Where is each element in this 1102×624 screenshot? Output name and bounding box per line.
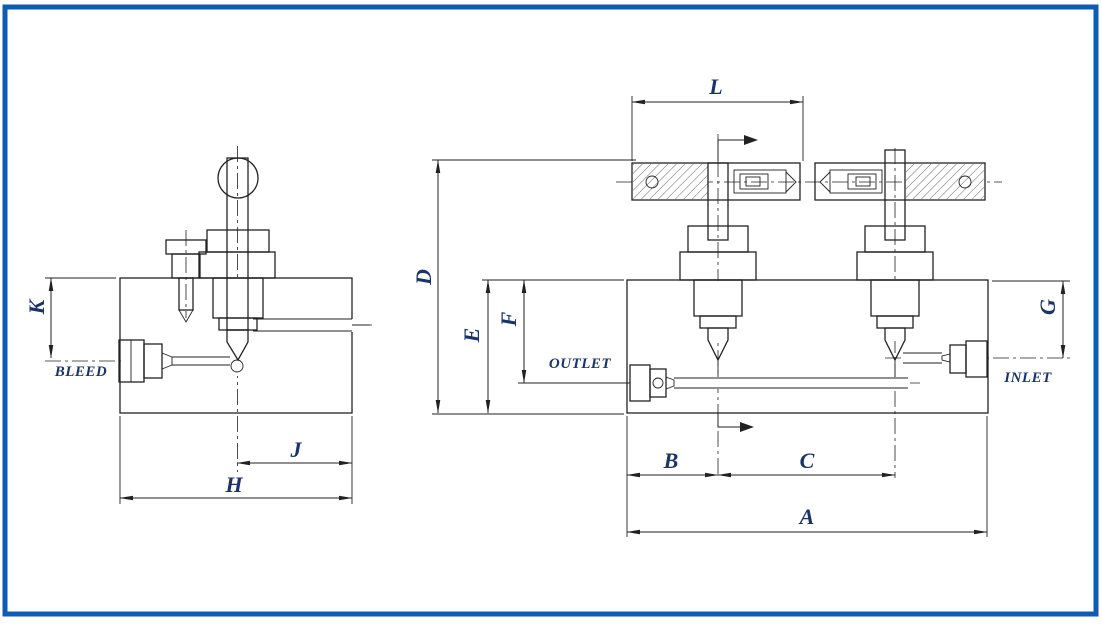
- t-handle-right: [814, 162, 986, 201]
- drawing-border-frame: [2, 4, 1099, 617]
- dim-label-k: K: [24, 298, 49, 315]
- needle-valve-right: [856, 149, 934, 377]
- dim-label-j: J: [290, 437, 303, 462]
- port-label-bleed: BLEED: [54, 364, 108, 380]
- dim-label-b: B: [663, 448, 679, 473]
- section-arrow-top: [717, 135, 758, 161]
- front-view: [432, 96, 1070, 537]
- bleed-plug: [165, 239, 207, 323]
- dim-label-h: H: [224, 472, 243, 497]
- dim-label-l: L: [708, 74, 722, 99]
- valve-body-block-front: [626, 279, 989, 414]
- t-handle-left: [631, 162, 801, 201]
- dim-label-d: D: [411, 269, 436, 286]
- dim-label-f: F: [496, 311, 521, 327]
- port-label-outlet: OUTLET: [549, 356, 611, 372]
- section-arrow-bottom: [717, 414, 754, 432]
- dim-label-e: E: [459, 328, 484, 344]
- inlet-fitting: [941, 340, 988, 378]
- side-view: [45, 146, 372, 504]
- dim-label-a: A: [798, 504, 815, 529]
- needle-valve-left: [679, 162, 757, 377]
- valve-stem-side: [217, 157, 259, 373]
- bleed-fitting: [118, 339, 230, 383]
- dim-label-c: C: [800, 448, 815, 473]
- port-label-inlet: INLET: [1003, 370, 1052, 386]
- dim-label-g: G: [1035, 299, 1060, 315]
